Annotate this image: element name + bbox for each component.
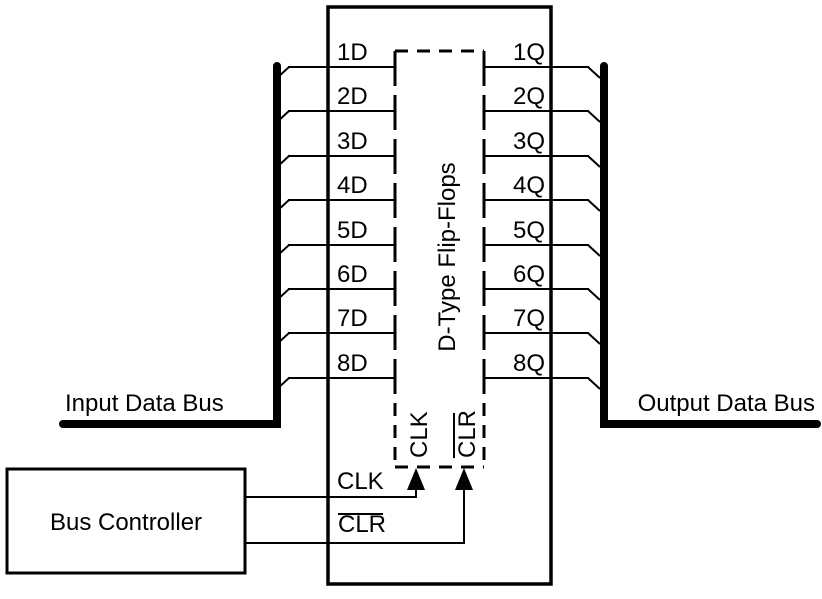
- flip-flop-array-box: D-Type Flip-Flops: [393, 49, 486, 469]
- d-input-row-7: 7D: [276, 305, 397, 345]
- q-output-row-2: 2Q: [482, 83, 601, 123]
- bus-tap-diagonal: [587, 288, 601, 301]
- bus-controller-box: [5, 467, 247, 575]
- pin-label-5q: 5Q: [513, 217, 545, 244]
- bus-tap-diagonal: [587, 155, 601, 168]
- bus-controller: Bus Controller: [5, 467, 247, 575]
- clr-wire-label: CLR: [338, 511, 386, 538]
- clk-arrowhead-icon: [407, 468, 425, 490]
- clr-wire-line: [245, 486, 465, 544]
- output-data-bus-line: [600, 62, 821, 428]
- pin-label-1d: 1D: [337, 39, 368, 66]
- clk-wire: CLK: [245, 468, 425, 498]
- clk-wire-line: [245, 486, 417, 498]
- pin-label-7d: 7D: [337, 305, 368, 332]
- pin-label-3d: 3D: [337, 128, 368, 155]
- pin-label-5d: 5D: [337, 217, 368, 244]
- pin-label-2d: 2D: [337, 83, 368, 110]
- ic-outline: [326, 5, 553, 586]
- bus-tap-diagonal: [587, 244, 601, 257]
- bus-tap-diagonal: [587, 66, 601, 79]
- clock-pin: CLK: [406, 411, 433, 458]
- pin-label-7q: 7Q: [513, 305, 545, 332]
- d-input-row-5: 5D: [276, 217, 397, 257]
- pin-label-2q: 2Q: [513, 83, 545, 110]
- d-input-row-3: 3D: [276, 128, 397, 168]
- input-data-bus: Input Data Bus: [59, 62, 281, 428]
- d-input-rows: 1D 2D 3D 4D 5D: [276, 39, 397, 390]
- output-data-bus-label: Output Data Bus: [638, 390, 815, 417]
- pin-label-3q: 3Q: [513, 128, 545, 155]
- pin-label-4d: 4D: [337, 172, 368, 199]
- q-output-row-7: 7Q: [482, 305, 601, 345]
- q-output-rows: 1Q 2Q 3Q 4Q 5Q: [482, 39, 601, 390]
- q-output-row-8: 8Q: [482, 350, 601, 390]
- d-input-row-6: 6D: [276, 261, 397, 301]
- flip-flop-array-label: D-Type Flip-Flops: [434, 162, 461, 351]
- bus-tap-diagonal: [587, 110, 601, 123]
- bus-tap-diagonal: [587, 377, 601, 390]
- clr-arrowhead-icon: [455, 468, 473, 490]
- q-output-row-5: 5Q: [482, 217, 601, 257]
- clk-pin-label: CLK: [406, 411, 433, 458]
- clr-wire: CLR: [245, 468, 473, 544]
- d-input-row-8: 8D: [276, 350, 397, 390]
- input-data-bus-line: [59, 62, 281, 428]
- clear-pin: CLR: [453, 410, 481, 458]
- q-output-row-3: 3Q: [482, 128, 601, 168]
- pin-label-8q: 8Q: [513, 350, 545, 377]
- d-input-row-2: 2D: [276, 83, 397, 123]
- clr-pin-label: CLR: [454, 410, 481, 458]
- bus-tap-diagonal: [587, 199, 601, 212]
- pin-label-1q: 1Q: [513, 39, 545, 66]
- q-output-row-6: 6Q: [482, 261, 601, 301]
- output-data-bus: Output Data Bus: [600, 62, 821, 428]
- bus-controller-label: Bus Controller: [50, 509, 202, 536]
- clk-wire-label: CLK: [337, 468, 384, 495]
- bus-tap-diagonal: [587, 332, 601, 345]
- pin-label-8d: 8D: [337, 350, 368, 377]
- d-input-row-1: 1D: [276, 39, 397, 79]
- pin-label-4q: 4Q: [513, 172, 545, 199]
- d-input-row-4: 4D: [276, 172, 397, 212]
- q-output-row-1: 1Q: [482, 39, 601, 79]
- pin-label-6d: 6D: [337, 261, 368, 288]
- q-output-row-4: 4Q: [482, 172, 601, 212]
- pin-label-6q: 6Q: [513, 261, 545, 288]
- input-data-bus-label: Input Data Bus: [65, 390, 224, 417]
